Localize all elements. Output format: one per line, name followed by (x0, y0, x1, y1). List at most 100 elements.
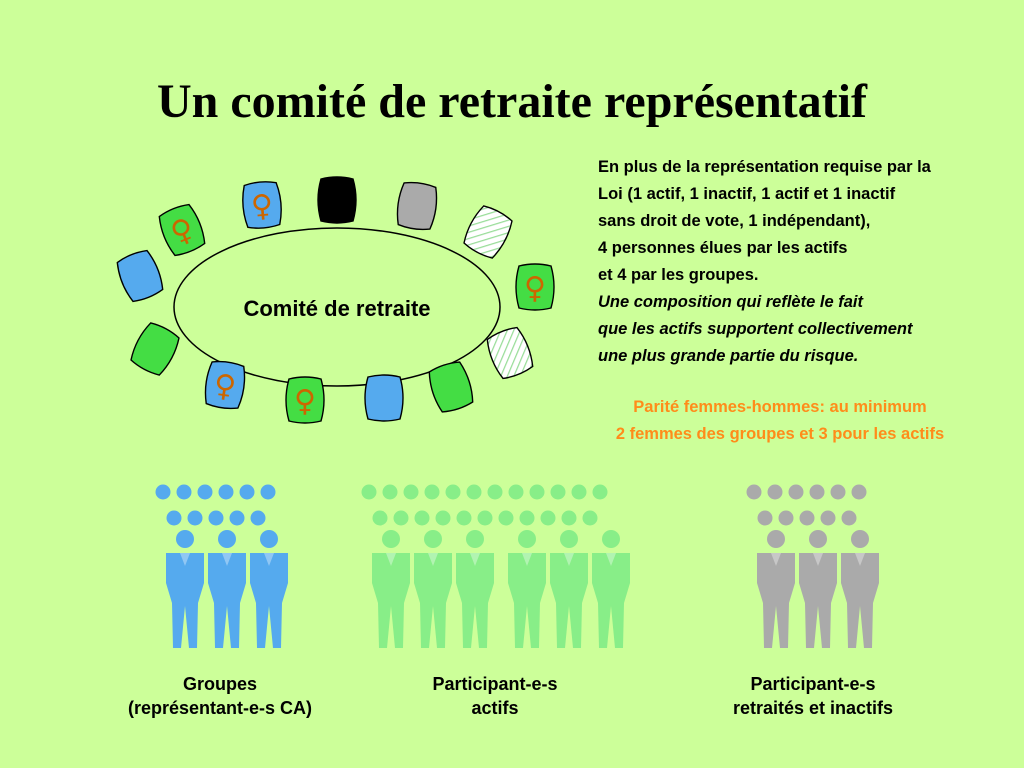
crowd-head (529, 484, 545, 500)
person-figure (592, 530, 630, 648)
seat-shape (285, 376, 325, 424)
crowd-head (435, 510, 451, 526)
info-line: Loi (1 actif, 1 inactif, 1 actif et 1 in… (598, 185, 896, 203)
group-label-line: Participant-e-s (432, 674, 558, 694)
seat-shape (158, 203, 206, 257)
crowd-head (176, 484, 192, 500)
crowd-head (229, 510, 245, 526)
seat-shape (364, 374, 404, 422)
committee-seat (116, 249, 164, 303)
committee-seat: ♀ (515, 263, 555, 311)
person-figure (799, 530, 837, 648)
seat-shape (463, 205, 513, 259)
crowd-head (187, 510, 203, 526)
crowd-head (250, 510, 266, 526)
group-label-groupes: Groupes (représentant-e-s CA) (110, 672, 330, 720)
crowd-head (239, 484, 255, 500)
crowd-head (851, 484, 867, 500)
crowd-head (197, 484, 213, 500)
committee-seats: ♀ ♀ ♀ ♀ ♀ (116, 176, 555, 424)
seat-shape (204, 360, 246, 410)
committee-seat: ♀ (285, 376, 325, 424)
crowd-head (582, 510, 598, 526)
crowd-head (218, 484, 234, 500)
seat-shape (130, 322, 180, 376)
crowd-head (260, 484, 276, 500)
info-line: Une composition qui reflète le fait (598, 293, 863, 311)
group-label-line: actifs (471, 698, 519, 718)
group-label-line: Groupes (182, 674, 257, 694)
crowd-head (519, 510, 535, 526)
committee-label: Comité de retraite (243, 296, 430, 321)
committee-seat (486, 326, 534, 380)
committee-seat (396, 181, 438, 231)
crowd-head (778, 510, 794, 526)
female-symbol-icon: ♀ (250, 188, 275, 225)
seat-shape (428, 361, 474, 413)
person-figure (757, 530, 795, 648)
crowd-head (155, 484, 171, 500)
group-label-line: (représentant-e-s CA) (127, 698, 313, 718)
parity-line: 2 femmes des groupes et 3 pour les actif… (615, 425, 945, 443)
crowd-head (208, 510, 224, 526)
crowd-head (508, 484, 524, 500)
crowd-head (477, 510, 493, 526)
person-figure (841, 530, 879, 648)
info-line: une plus grande partie du risque. (598, 347, 859, 365)
person-figure (250, 530, 288, 648)
female-symbol-icon: ♀ (211, 368, 238, 406)
info-line: que les actifs supportent collectivement (598, 320, 913, 338)
committee-seat: ♀ (204, 360, 246, 410)
info-text: En plus de la représentation requise par… (598, 154, 998, 370)
crowd-head (393, 510, 409, 526)
group-label-retraites: Participant-e-s retraités et inactifs (703, 672, 923, 720)
crowd-head (372, 510, 388, 526)
committee-seat (463, 205, 513, 259)
parity-note: Parité femmes-hommes: au minimum 2 femme… (585, 394, 975, 448)
parity-line: Parité femmes-hommes: au minimum (633, 398, 927, 416)
crowd-head (799, 510, 815, 526)
crowd-head (466, 484, 482, 500)
person-figure (208, 530, 246, 648)
crowd-head (487, 484, 503, 500)
seat-shape (116, 249, 164, 303)
crowd-head (456, 510, 472, 526)
female-symbol-icon: ♀ (524, 271, 546, 306)
committee-seat: ♀ (242, 181, 282, 229)
committee-seat (428, 361, 474, 413)
female-symbol-icon: ♀ (294, 384, 316, 419)
crowd-head (498, 510, 514, 526)
info-line: sans droit de vote, 1 indépendant), (598, 212, 871, 230)
group-label-line: Participant-e-s (750, 674, 876, 694)
info-line: En plus de la représentation requise par… (598, 158, 931, 176)
info-line: 4 personnes élues par les actifs (598, 239, 848, 257)
crowd-head (592, 484, 608, 500)
committee-seat: ♀ (158, 203, 206, 257)
committee-table (173, 227, 501, 387)
person-figure (372, 530, 410, 648)
crowd-head (841, 510, 857, 526)
crowd-head (382, 484, 398, 500)
committee-seat (364, 374, 404, 422)
person-figure (508, 530, 546, 648)
crowd-head (767, 484, 783, 500)
crowd-head (414, 510, 430, 526)
crowd-head (403, 484, 419, 500)
info-line: et 4 par les groupes. (598, 266, 759, 284)
crowd-head (746, 484, 762, 500)
crowd-head (757, 510, 773, 526)
seat-shape (317, 176, 357, 224)
group-label-line: retraités et inactifs (732, 698, 894, 718)
crowd-head (166, 510, 182, 526)
seat-shape (242, 181, 282, 229)
crowd-head (550, 484, 566, 500)
committee-seat (130, 322, 180, 376)
page-title: Un comité de retraite représentatif (157, 75, 867, 128)
person-figure (456, 530, 494, 648)
seat-shape (515, 263, 555, 311)
person-figure (550, 530, 588, 648)
crowd-head (788, 484, 804, 500)
crowd-head (445, 484, 461, 500)
crowd-head (809, 484, 825, 500)
